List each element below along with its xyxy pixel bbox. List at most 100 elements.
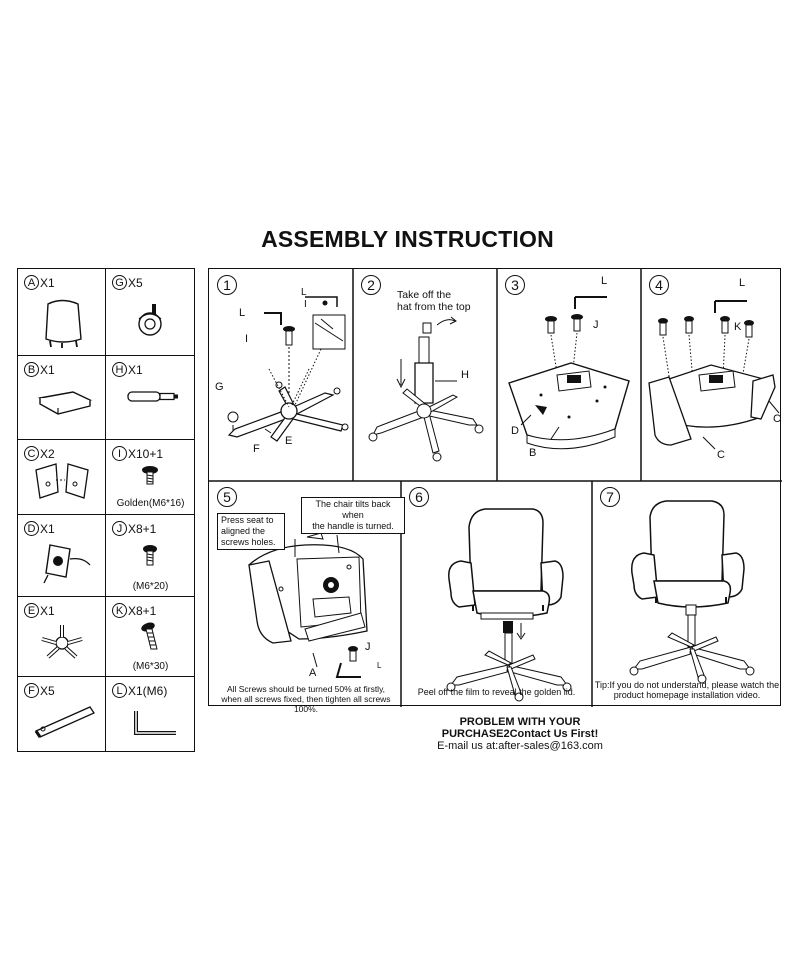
part-letter: J xyxy=(112,521,127,536)
step-7: 7 Tip:If you do not understand, please w… xyxy=(592,481,782,707)
part-letter: K xyxy=(112,603,127,618)
label-c: C xyxy=(717,449,725,461)
page-title: ASSEMBLY INSTRUCTION xyxy=(261,226,554,252)
step-2: 2 Take off the hat from the top H xyxy=(353,269,497,481)
footer-problem-line: PROBLEM WITH YOUR xyxy=(459,716,581,728)
label-g: G xyxy=(215,381,224,393)
label-b: B xyxy=(529,447,537,459)
part-spec: (M6*30) xyxy=(132,661,169,672)
part-letter: C xyxy=(24,446,39,461)
label-a: A xyxy=(309,667,317,679)
part-qty: X5 xyxy=(128,275,143,290)
screw-m6-20-icon xyxy=(143,545,157,597)
part-letter: H xyxy=(112,362,127,377)
step-6-caption: Peel off the film to reveal the golden l… xyxy=(417,687,576,697)
part-letter: L xyxy=(112,683,127,698)
label-i: I xyxy=(304,299,307,310)
part-qty: X10+1 xyxy=(128,446,164,461)
part-qty: X1(M6) xyxy=(128,683,168,698)
step-4-armrest-diagram xyxy=(641,269,782,481)
label-l: L xyxy=(301,287,307,298)
part-qty: X5 xyxy=(40,683,55,698)
footer-email-line: E-mail us at:after-sales@163.com xyxy=(437,740,603,752)
caster-wheel-icon xyxy=(106,304,195,356)
part-qty: X8+1 xyxy=(128,603,157,618)
label-c: C xyxy=(773,413,781,425)
step-7-finished-chair-diagram xyxy=(592,481,782,707)
label-j: J xyxy=(593,319,599,331)
part-qty: X1 xyxy=(40,275,55,290)
label-j: J xyxy=(365,641,371,653)
step-number: 5 xyxy=(217,487,237,507)
part-qty: X8+1 xyxy=(128,521,157,536)
label-l: L xyxy=(377,661,382,670)
step-number: 2 xyxy=(361,275,381,295)
label-h: H xyxy=(461,369,469,381)
step-6-chair-diagram xyxy=(401,481,592,707)
step-1: 1 L I L I G F E xyxy=(209,269,353,481)
part-qty: X1 xyxy=(40,603,55,618)
step-4: 4 L K C C xyxy=(641,269,782,481)
step-5-note-press-seat: Press seat to aligned the screws holes. xyxy=(217,513,285,550)
step-5: 5 Press seat to aligned the screws holes… xyxy=(209,481,405,714)
step-5-seat-back-diagram xyxy=(209,481,401,707)
tilt-mechanism-icon xyxy=(18,515,106,597)
part-qty: X2 xyxy=(40,446,55,461)
step-3-seat-mechanism-diagram xyxy=(497,269,641,481)
footer-contact-line: PURCHASE2Contact Us First! xyxy=(441,728,599,740)
part-qty: X1 xyxy=(128,362,143,377)
part-letter: G xyxy=(112,275,127,290)
part-letter: E xyxy=(24,603,39,618)
step-2-gas-lift-diagram xyxy=(353,269,497,481)
label-d: D xyxy=(511,425,519,437)
step-5-caption: All Screws should be turned 50% at first… xyxy=(221,684,391,714)
step-number: 1 xyxy=(217,275,237,295)
assembly-steps: 1 L I L I G F E 2 Take of xyxy=(208,268,782,714)
label-k: K xyxy=(734,321,742,333)
seat-back-icon xyxy=(18,269,106,348)
part-spec: (M6*20) xyxy=(132,581,169,592)
step-5-note-tilt: The chair tilts back when the handle is … xyxy=(301,497,405,534)
part-qty: X1 xyxy=(40,521,55,536)
part-spec: Golden(M6*16) xyxy=(116,498,185,509)
golden-screw-icon xyxy=(142,466,158,515)
step-number: 4 xyxy=(649,275,669,295)
part-letter: D xyxy=(24,521,39,536)
label-e: E xyxy=(285,435,293,447)
step-2-note: Take off the hat from the top xyxy=(397,289,471,313)
star-base-icon xyxy=(18,625,106,677)
step-1-base-diagram xyxy=(209,269,353,481)
label-i: I xyxy=(245,333,249,345)
part-qty: X1 xyxy=(40,362,55,377)
label-l: L xyxy=(739,277,746,289)
step-number: 7 xyxy=(600,487,620,507)
seat-cushion-icon xyxy=(18,356,106,440)
caster-cap-icon xyxy=(18,677,106,751)
support-footer: PROBLEM WITH YOUR PURCHASE2Contact Us Fi… xyxy=(395,716,645,752)
part-letter: I xyxy=(112,446,127,461)
armrest-icon xyxy=(18,440,106,515)
label-l: L xyxy=(239,307,246,319)
part-letter: F xyxy=(24,683,39,698)
hex-key-icon xyxy=(106,677,195,751)
label-l: L xyxy=(601,275,608,287)
screw-m6-30-icon xyxy=(141,622,195,677)
step-number: 6 xyxy=(409,487,429,507)
label-f: F xyxy=(253,443,260,455)
part-letter: A xyxy=(24,275,39,290)
step-7-caption: Tip:If you do not understand, please wat… xyxy=(594,680,780,700)
step-number: 3 xyxy=(505,275,525,295)
step-6: 6 Peel off the film to reveal the golden… xyxy=(401,481,592,707)
